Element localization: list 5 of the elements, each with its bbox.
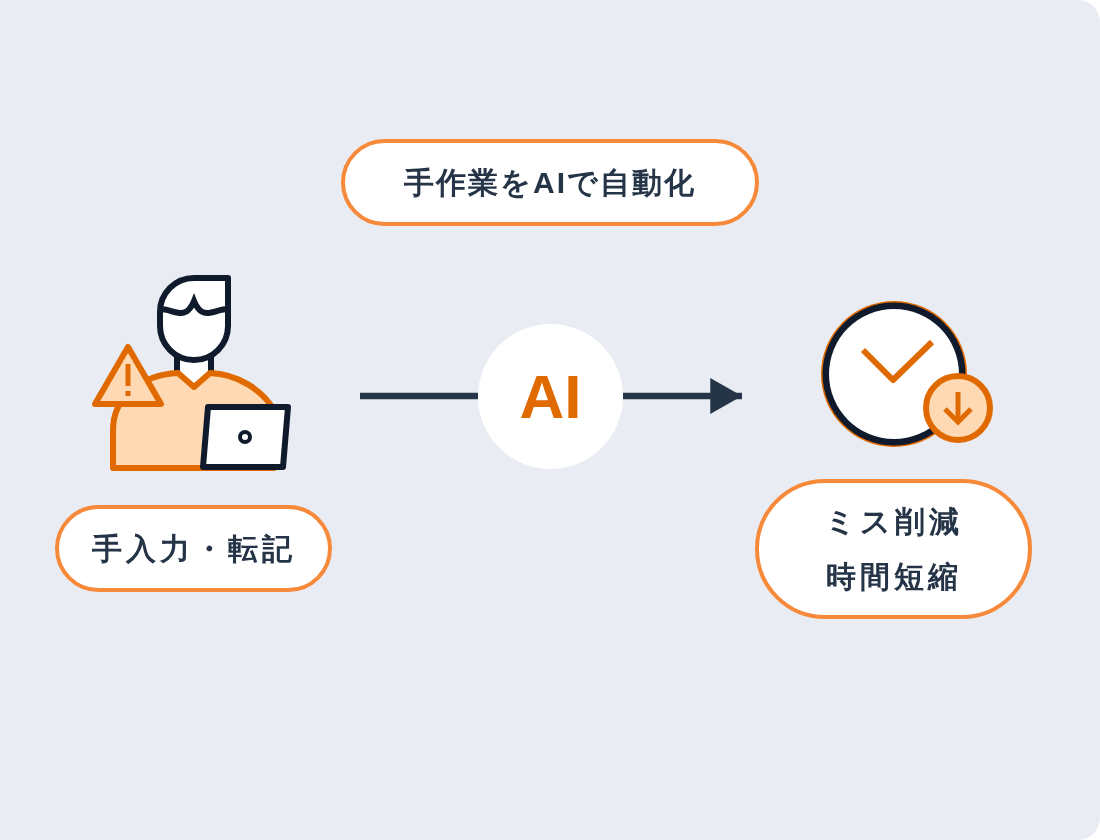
- label-text: ミス削減時間短縮: [823, 504, 964, 595]
- label-text: 手入力・転記: [91, 533, 296, 564]
- ai-text: AI: [519, 365, 582, 428]
- person-with-laptop-illustration: [90, 275, 292, 472]
- title-text: 手作業をAIで自動化: [404, 167, 696, 198]
